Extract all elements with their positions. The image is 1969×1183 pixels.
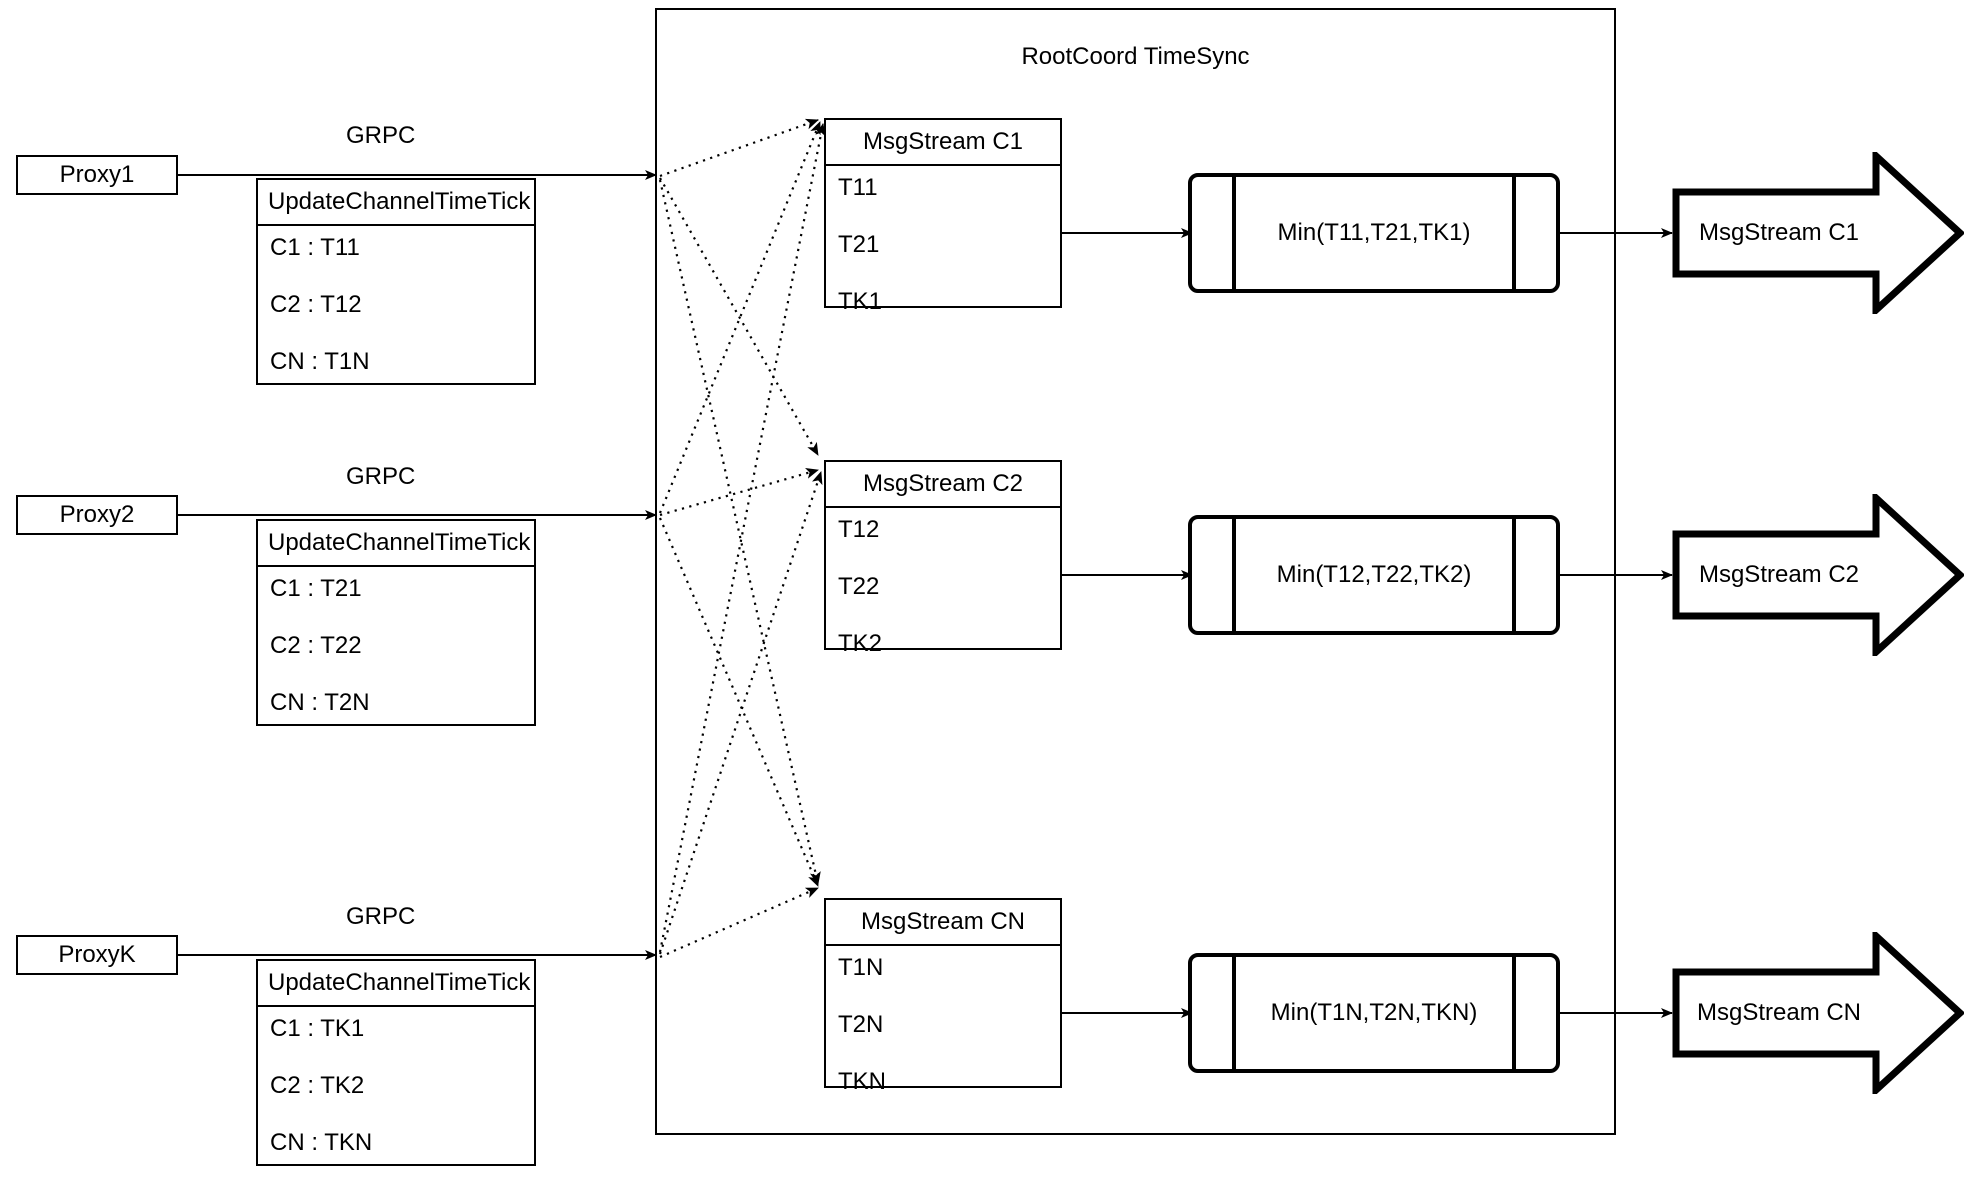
block-arrow-shape-icon xyxy=(1672,494,1964,656)
update-channel-timetick-k-body: C1 : TK1 C2 : TK2 CN : TKN xyxy=(258,1007,534,1183)
msgstream-row: T11 xyxy=(838,174,878,201)
msgstream-box-c2-title: MsgStream C2 xyxy=(826,462,1060,508)
update-channel-timetick-2: UpdateChannelTimeTick C1 : T21 C2 : T22 … xyxy=(256,519,536,726)
rootcoord-timesync-container: RootCoord TimeSync xyxy=(655,8,1616,1135)
min-process-c1-label: Min(T11,T21,TK1) xyxy=(1277,219,1471,246)
proxy-node-2[interactable]: Proxy2 xyxy=(16,495,178,535)
msgstream-box-cn-body: T1N T2N TKN xyxy=(826,946,1060,1127)
output-block-arrow-cn-label: MsgStream CN xyxy=(1696,999,1862,1026)
msgstream-box-cn: MsgStream CN T1N T2N TKN xyxy=(824,898,1062,1094)
msgstream-row: TK2 xyxy=(838,630,883,657)
proxy-node-1[interactable]: Proxy1 xyxy=(16,155,178,195)
update-channel-timetick-1: UpdateChannelTimeTick C1 : T11 C2 : T12 … xyxy=(256,178,536,385)
timetick-row: CN : TKN xyxy=(270,1129,373,1156)
process-bar-left xyxy=(1232,173,1236,293)
block-arrow-shape-icon xyxy=(1672,932,1964,1094)
output-block-arrow-c2: MsgStream C2 xyxy=(1672,494,1964,656)
msgstream-row: T21 xyxy=(838,231,880,258)
msgstream-row: T2N xyxy=(838,1011,884,1038)
output-block-arrow-cn: MsgStream CN xyxy=(1672,932,1964,1094)
process-bar-left xyxy=(1232,953,1236,1073)
timetick-row: C2 : T22 xyxy=(270,632,362,659)
msgstream-box-c1: MsgStream C1 T11 T21 TK1 xyxy=(824,118,1062,314)
msgstream-box-c2-body: T12 T22 TK2 xyxy=(826,508,1060,689)
timetick-row: C2 : TK2 xyxy=(270,1072,365,1099)
msgstream-row: T1N xyxy=(838,954,884,981)
msgstream-row: T12 xyxy=(838,516,880,543)
process-bar-right xyxy=(1512,515,1516,635)
output-block-arrow-c1-label: MsgStream C1 xyxy=(1698,219,1860,246)
min-process-cn: Min(T1N,T2N,TKN) xyxy=(1188,953,1560,1073)
min-process-cn-label: Min(T1N,T2N,TKN) xyxy=(1270,999,1478,1026)
timetick-row: C1 : T21 xyxy=(270,575,362,602)
output-block-arrow-c2-label: MsgStream C2 xyxy=(1698,561,1860,588)
proxy-node-2-label: Proxy2 xyxy=(59,501,135,528)
container-title: RootCoord TimeSync xyxy=(1021,43,1250,70)
timetick-row: CN : T1N xyxy=(270,348,370,375)
msgstream-box-c2: MsgStream C2 T12 T22 TK2 xyxy=(824,460,1062,656)
msgstream-row: TK1 xyxy=(838,288,883,315)
msgstream-box-c1-body: T11 T21 TK1 xyxy=(826,166,1060,347)
grpc-label-k: GRPC xyxy=(346,903,416,930)
msgstream-box-cn-title: MsgStream CN xyxy=(826,900,1060,946)
min-process-c2-label: Min(T12,T22,TK2) xyxy=(1276,561,1472,588)
update-channel-timetick-2-title: UpdateChannelTimeTick xyxy=(258,521,534,567)
process-bar-right xyxy=(1512,953,1516,1073)
grpc-label-1: GRPC xyxy=(346,122,416,149)
proxy-node-k-label: ProxyK xyxy=(58,941,136,968)
msgstream-row: T22 xyxy=(838,573,880,600)
update-channel-timetick-2-body: C1 : T21 C2 : T22 CN : T2N xyxy=(258,567,534,748)
block-arrow-shape-icon xyxy=(1672,152,1964,314)
output-block-arrow-c1: MsgStream C1 xyxy=(1672,152,1964,314)
timetick-row: C2 : T12 xyxy=(270,291,362,318)
min-process-c1: Min(T11,T21,TK1) xyxy=(1188,173,1560,293)
update-channel-timetick-k-title: UpdateChannelTimeTick xyxy=(258,961,534,1007)
timetick-row: CN : T2N xyxy=(270,689,370,716)
grpc-label-2: GRPC xyxy=(346,463,416,490)
process-bar-left xyxy=(1232,515,1236,635)
msgstream-box-c1-title: MsgStream C1 xyxy=(826,120,1060,166)
update-channel-timetick-k: UpdateChannelTimeTick C1 : TK1 C2 : TK2 … xyxy=(256,959,536,1166)
update-channel-timetick-1-title: UpdateChannelTimeTick xyxy=(258,180,534,226)
update-channel-timetick-1-body: C1 : T11 C2 : T12 CN : T1N xyxy=(258,226,534,407)
msgstream-row: TKN xyxy=(838,1068,886,1095)
proxy-node-1-label: Proxy1 xyxy=(59,161,135,188)
min-process-c2: Min(T12,T22,TK2) xyxy=(1188,515,1560,635)
timetick-row: C1 : T11 xyxy=(270,234,360,261)
process-bar-right xyxy=(1512,173,1516,293)
proxy-node-k[interactable]: ProxyK xyxy=(16,935,178,975)
timetick-row: C1 : TK1 xyxy=(270,1015,365,1042)
